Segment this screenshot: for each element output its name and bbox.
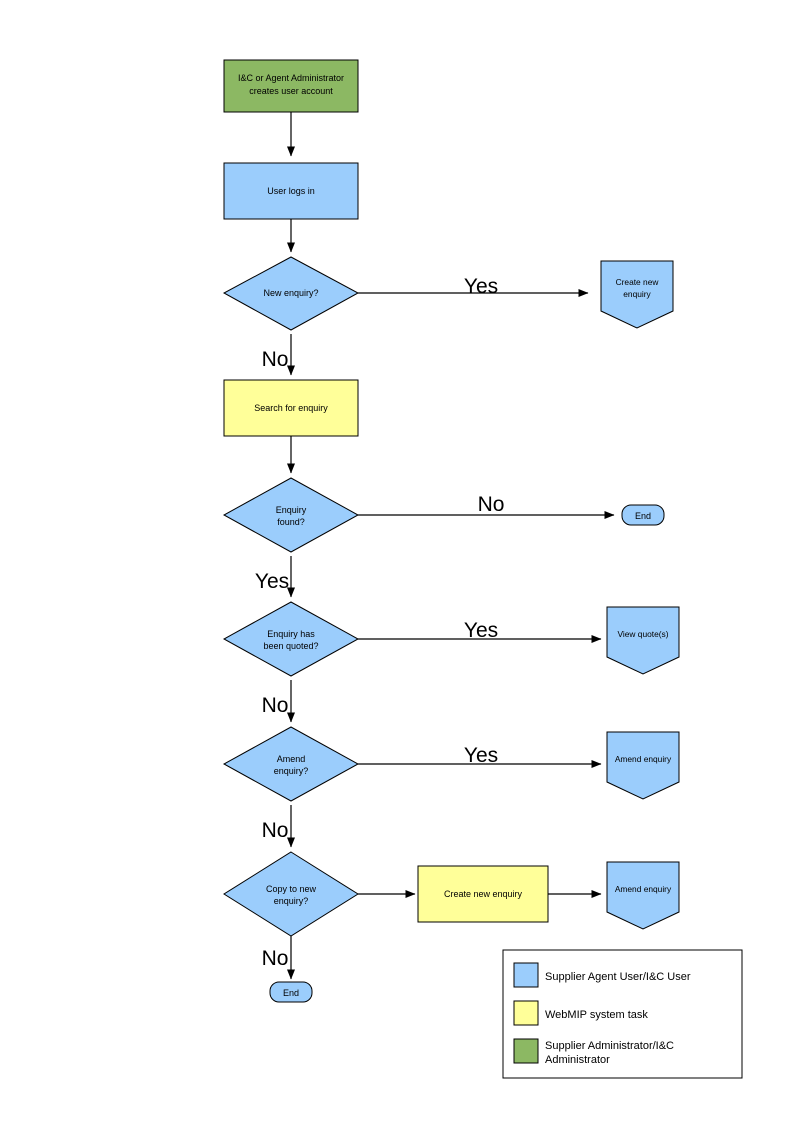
- view-quotes-label: View quote(s): [617, 629, 668, 639]
- user-logs-in-box[interactable]: [223, 162, 359, 220]
- node-view-quotes[interactable]: View quote(s): [606, 606, 680, 675]
- copy-to-new-enquiry-label-line1: Copy to new: [266, 884, 317, 894]
- node-amend-enquiry-action-2[interactable]: Amend enquiry: [606, 861, 680, 930]
- legend-label-supplier-administrator-line2: Administrator: [545, 1054, 610, 1066]
- copy-to-new-enquiry-label-line2: enquiry?: [274, 896, 309, 906]
- edge-label-enquiry-quoted-yes: Yes: [464, 619, 498, 642]
- legend-swatch-supplier-agent-user: [513, 962, 539, 988]
- legend-label-supplier-administrator-line1: Supplier Administrator/I&C: [545, 1040, 674, 1052]
- node-create-new-enquiry-manual[interactable]: Create new enquiry: [600, 260, 674, 329]
- node-amend-enquiry-decision[interactable]: Amend enquiry?: [222, 726, 360, 802]
- enquiry-found-label-line2: found?: [277, 517, 305, 527]
- node-enquiry-quoted-decision[interactable]: Enquiry has been quoted?: [222, 601, 360, 677]
- amend-enquiry-label-line1: Amend: [277, 754, 306, 764]
- legend-swatch-supplier-administrator: [513, 1038, 539, 1064]
- edge-label-amend-enquiry-no: No: [262, 819, 289, 842]
- view-quotes-pentagon[interactable]: [606, 606, 680, 675]
- edge-label-new-enquiry-yes: Yes: [464, 275, 498, 298]
- edge-label-copy-to-new-no: No: [262, 947, 289, 970]
- create-new-enquiry-label-line1: Create new: [616, 277, 660, 287]
- enquiry-found-label-line1: Enquiry: [276, 505, 307, 515]
- enquiry-quoted-label-line1: Enquiry has: [267, 629, 315, 639]
- create-new-enquiry-task-label: Create new enquiry: [444, 889, 523, 899]
- amend-enquiry-diamond[interactable]: [222, 726, 360, 802]
- edge-label-amend-enquiry-yes: Yes: [464, 744, 498, 767]
- legend-box: [502, 949, 743, 1079]
- node-enquiry-found-decision[interactable]: Enquiry found?: [222, 477, 360, 553]
- node-new-enquiry-decision[interactable]: New enquiry?: [222, 256, 360, 331]
- amend-enquiry-label-line2: enquiry?: [274, 766, 309, 776]
- edge-label-enquiry-quoted-no: No: [262, 694, 289, 717]
- create-new-enquiry-label-line2: enquiry: [623, 289, 651, 299]
- copy-to-new-enquiry-diamond[interactable]: [223, 851, 359, 937]
- user-logs-in-label: User logs in: [267, 186, 315, 196]
- node-user-logs-in[interactable]: User logs in: [223, 162, 359, 220]
- edge-label-enquiry-found-no: No: [478, 493, 505, 516]
- create-new-enquiry-pentagon[interactable]: [600, 260, 674, 329]
- connectors: [287, 112, 615, 980]
- amend-enquiry-action-1-pentagon[interactable]: [606, 731, 680, 800]
- create-new-enquiry-task-box[interactable]: [417, 865, 549, 923]
- enquiry-found-diamond[interactable]: [222, 477, 360, 553]
- amend-enquiry-action-2-label: Amend enquiry: [615, 884, 672, 894]
- end-bottom-label: End: [283, 988, 299, 998]
- legend-swatch-webmip-system-task: [513, 1000, 539, 1026]
- new-enquiry-label: New enquiry?: [263, 288, 318, 298]
- admin-creates-account-label-line1: I&C or Agent Administrator: [238, 73, 344, 83]
- legend-label-supplier-agent-user: Supplier Agent User/I&C User: [545, 971, 691, 983]
- legend-label-webmip-system-task: WebMIP system task: [545, 1009, 648, 1021]
- node-create-new-enquiry-task[interactable]: Create new enquiry: [417, 865, 549, 923]
- search-for-enquiry-box[interactable]: [223, 379, 359, 437]
- edge-labels: Yes No No Yes Yes No Yes No No: [255, 275, 505, 970]
- node-end-bottom[interactable]: End: [269, 981, 313, 1003]
- end-top-label: End: [635, 511, 651, 521]
- search-for-enquiry-label: Search for enquiry: [254, 403, 328, 413]
- new-enquiry-diamond[interactable]: [222, 256, 360, 331]
- edge-label-enquiry-found-yes: Yes: [255, 570, 289, 593]
- legend: Supplier Agent User/I&C User WebMIP syst…: [502, 949, 743, 1079]
- amend-enquiry-action-1-label: Amend enquiry: [615, 754, 672, 764]
- admin-creates-account-box[interactable]: [223, 59, 359, 113]
- node-end-top[interactable]: End: [621, 504, 665, 526]
- admin-creates-account-label-line2: creates user account: [249, 86, 333, 96]
- node-copy-to-new-enquiry-decision[interactable]: Copy to new enquiry?: [223, 851, 359, 937]
- node-admin-creates-account[interactable]: I&C or Agent Administrator creates user …: [223, 59, 359, 113]
- end-bottom-terminator[interactable]: [269, 981, 313, 1003]
- node-amend-enquiry-action-1[interactable]: Amend enquiry: [606, 731, 680, 800]
- enquiry-quoted-diamond[interactable]: [222, 601, 360, 677]
- end-top-terminator[interactable]: [621, 504, 665, 526]
- enquiry-quoted-label-line2: been quoted?: [263, 641, 318, 651]
- edge-label-new-enquiry-no: No: [262, 348, 289, 371]
- amend-enquiry-action-2-pentagon[interactable]: [606, 861, 680, 930]
- node-search-for-enquiry[interactable]: Search for enquiry: [223, 379, 359, 437]
